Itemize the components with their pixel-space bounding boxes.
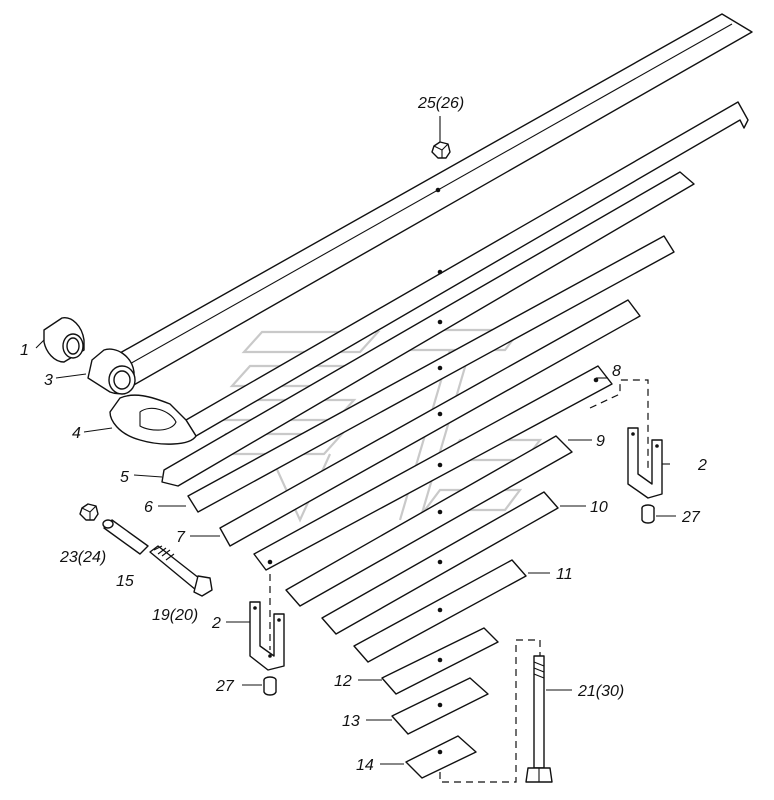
u-clip-right bbox=[627, 427, 663, 499]
leaf-14 bbox=[405, 735, 477, 779]
label-27-right: 27 bbox=[681, 509, 701, 526]
label-9: 9 bbox=[596, 433, 605, 450]
leaf-4 bbox=[109, 101, 749, 445]
leaf-9 bbox=[285, 435, 573, 607]
label-27-left: 27 bbox=[215, 678, 235, 695]
label-11: 11 bbox=[556, 566, 573, 583]
label-15: 15 bbox=[116, 573, 134, 590]
rivet-27-right bbox=[641, 504, 655, 524]
label-2-left: 2 bbox=[211, 615, 221, 632]
label-12: 12 bbox=[334, 673, 352, 690]
label-8: 8 bbox=[612, 363, 621, 380]
leaf-6 bbox=[187, 235, 675, 513]
leaf-10 bbox=[321, 491, 559, 635]
label-10: 10 bbox=[590, 499, 608, 516]
center-bolt-21 bbox=[525, 655, 553, 783]
callout-labels: 1 3 4 5 6 7 8 9 10 11 12 13 14 15 19(20)… bbox=[20, 95, 707, 774]
assembly-lines bbox=[269, 379, 649, 783]
spring-eye-3 bbox=[87, 348, 136, 395]
label-1: 1 bbox=[20, 342, 29, 359]
leaf-7 bbox=[219, 299, 641, 547]
leaf-8 bbox=[253, 365, 613, 571]
label-19-20: 19(20) bbox=[152, 607, 198, 624]
label-6: 6 bbox=[144, 499, 153, 516]
label-14: 14 bbox=[356, 757, 374, 774]
label-7: 7 bbox=[176, 529, 186, 546]
leaf-5 bbox=[161, 171, 695, 487]
label-13: 13 bbox=[342, 713, 360, 730]
u-clip-left bbox=[249, 601, 285, 671]
label-21-30: 21(30) bbox=[577, 683, 624, 700]
label-5: 5 bbox=[120, 469, 129, 486]
bushing-1 bbox=[43, 317, 85, 363]
leader-lines bbox=[35, 116, 676, 765]
leaf-12 bbox=[381, 627, 499, 695]
rivet-27-left bbox=[263, 676, 277, 696]
pin-15 bbox=[102, 519, 149, 555]
nut-23 bbox=[79, 503, 99, 521]
label-3: 3 bbox=[44, 372, 53, 389]
label-23-24: 23(24) bbox=[59, 549, 106, 566]
nut-25 bbox=[431, 141, 451, 159]
label-2-right: 2 bbox=[697, 457, 707, 474]
label-25-26: 25(26) bbox=[417, 95, 464, 112]
leaf-11 bbox=[353, 559, 527, 663]
leaf-13 bbox=[391, 677, 489, 735]
label-4: 4 bbox=[72, 425, 81, 442]
bolt-19 bbox=[149, 545, 213, 597]
